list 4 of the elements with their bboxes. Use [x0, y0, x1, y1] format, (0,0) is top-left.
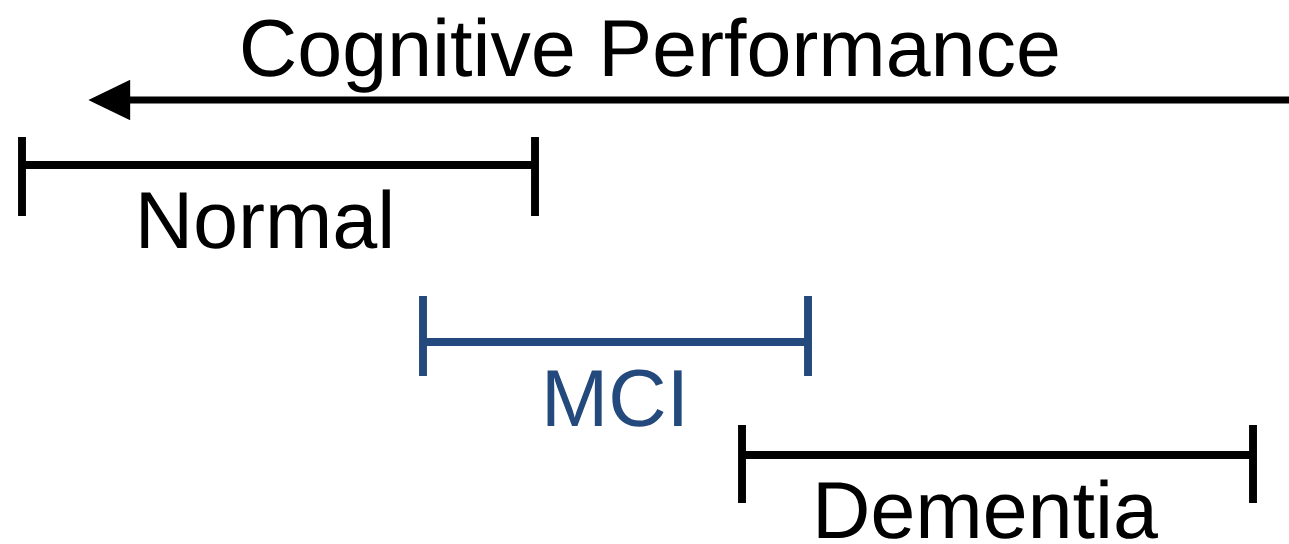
range-label: Dementia: [818, 479, 1158, 539]
range-label: Normal: [141, 189, 390, 249]
axis-title: Cognitive Performance: [243, 17, 1058, 93]
range-label: MCI: [547, 369, 682, 427]
